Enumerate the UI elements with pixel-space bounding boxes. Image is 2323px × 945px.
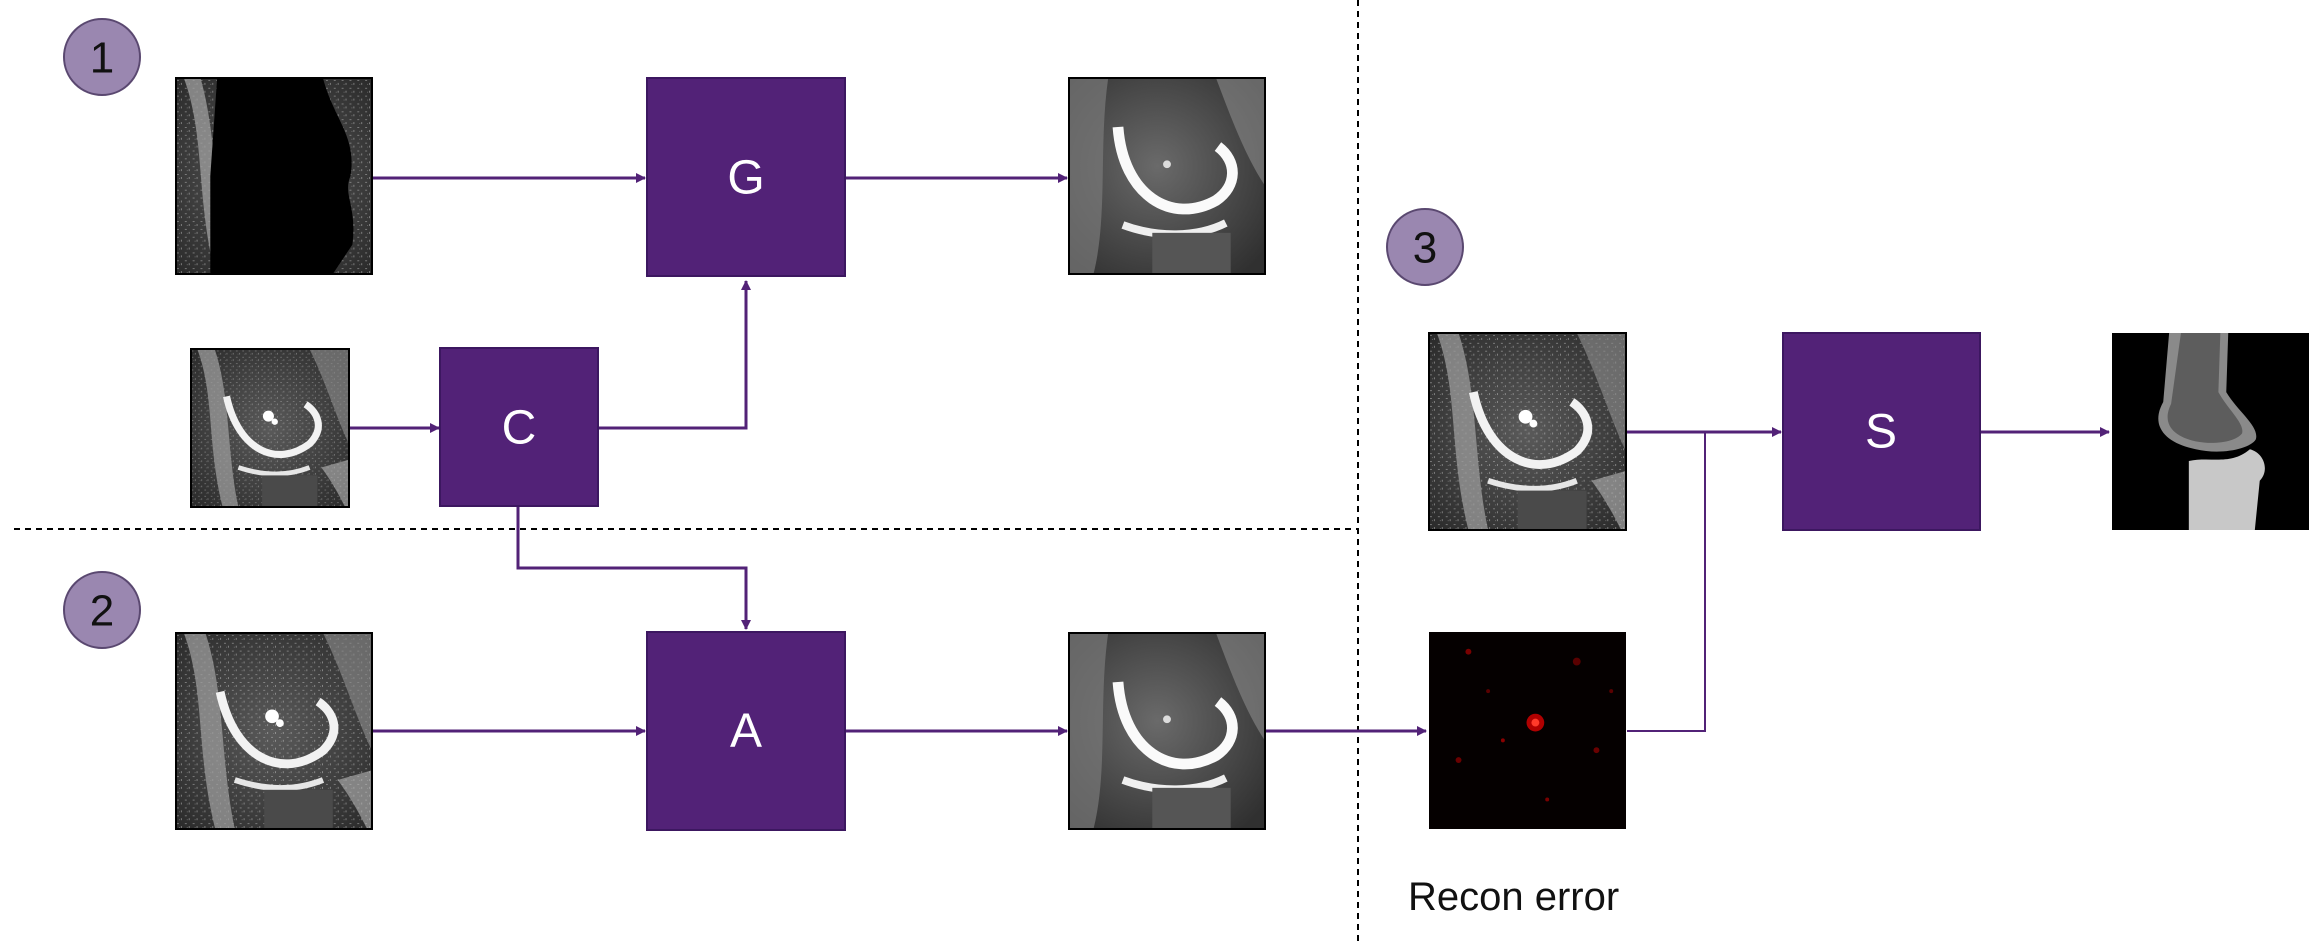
a-input-knee-mri-image	[176, 633, 372, 829]
section-badge-1-label: 1	[90, 34, 114, 83]
recon-error-caption: Recon error	[1408, 875, 1619, 919]
segmentation-mask-image	[2112, 333, 2309, 530]
g-box: G	[646, 77, 846, 277]
a-output-knee-mri-image	[1069, 633, 1265, 829]
c-box: C	[439, 347, 599, 507]
section-badge-2-label: 2	[90, 587, 114, 636]
g-output-knee-mri-image	[1069, 78, 1265, 274]
context-knee-mri-image	[191, 349, 349, 507]
a-box: A	[646, 631, 846, 831]
section-badge-2: 2	[63, 571, 141, 649]
arrow-c-to-a	[516, 506, 751, 630]
s-input-knee-mri-image	[1429, 333, 1626, 530]
s-box-label: S	[1865, 406, 1897, 459]
c-box-label: C	[502, 402, 537, 455]
section-badge-1: 1	[63, 18, 141, 96]
recon-error-heatmap-image	[1429, 632, 1626, 829]
arrow-c-to-g	[599, 280, 751, 430]
a-box-label: A	[730, 705, 762, 758]
masked-knee-mri-image	[176, 78, 372, 274]
connector-error-to-s	[1627, 432, 1706, 732]
section-badge-3-label: 3	[1413, 224, 1437, 273]
g-box-label: G	[727, 152, 764, 205]
s-box: S	[1782, 332, 1981, 531]
section-badge-3: 3	[1386, 208, 1464, 286]
